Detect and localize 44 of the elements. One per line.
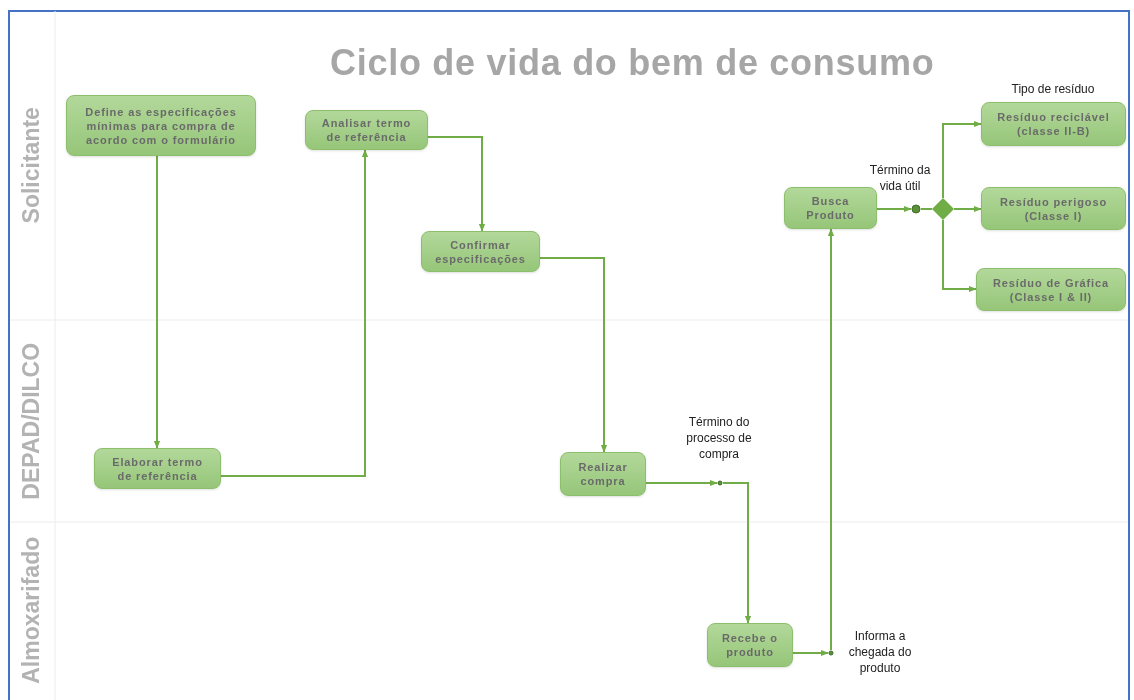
flow-arrow [220,149,369,477]
process-box [66,95,256,156]
step-text: Realizar compra [577,460,629,488]
flow-arrow [953,205,982,213]
step-text: Resíduo de Gráfica (Classe I & II) [991,275,1111,304]
step-text: Analisar termo de referência [320,116,413,144]
process-box [976,268,1126,311]
group-caption: Término da vida útil [868,162,932,194]
flow-arrow [645,479,718,487]
flow-arrow [876,205,912,213]
lane-title: DEPAD/DILCO [17,342,46,500]
flow-arrow [942,219,977,293]
process-box [94,448,221,489]
junction-dot [717,480,723,486]
lane-title: Almoxarifado [17,537,46,684]
flow-arrow [539,257,608,453]
diagram-title: Ciclo de vida do bem de consumo [330,41,935,85]
step-note: Término do processo de compra [685,414,753,462]
step-text: Resíduo reciclável (classe II-B) [996,110,1111,138]
process-box [981,102,1126,146]
process-box [707,623,793,667]
step-text: Recebe o produto [721,631,779,659]
process-box [560,452,646,496]
process-box [784,187,877,229]
process-box [305,110,428,150]
step-text: Define as especificações mínimas para compra de acordo com o formulário [84,104,238,147]
group-caption: Tipo de resíduo [1010,81,1096,97]
step-text: Confirmar especificações [434,237,527,266]
flow-arrow [153,155,161,449]
process-box [981,187,1126,230]
step-text: Busca Produto [805,194,856,222]
junction-dot [911,204,921,214]
flow-arrow [942,120,982,199]
flow-arrow [827,228,835,651]
step-text: Elaborar termo de referência [111,454,204,483]
step-text: Resíduo perigoso (Classe I) [999,194,1108,223]
flow-arrow [792,649,829,657]
junction-dot [828,650,834,656]
decision-diamond [932,198,954,220]
flow-arrow [427,136,486,232]
step-note: Informa a chegada do produto [847,628,913,676]
process-box [421,231,540,272]
lane-title: Solicitante [17,106,46,224]
flow-arrow [722,482,752,624]
